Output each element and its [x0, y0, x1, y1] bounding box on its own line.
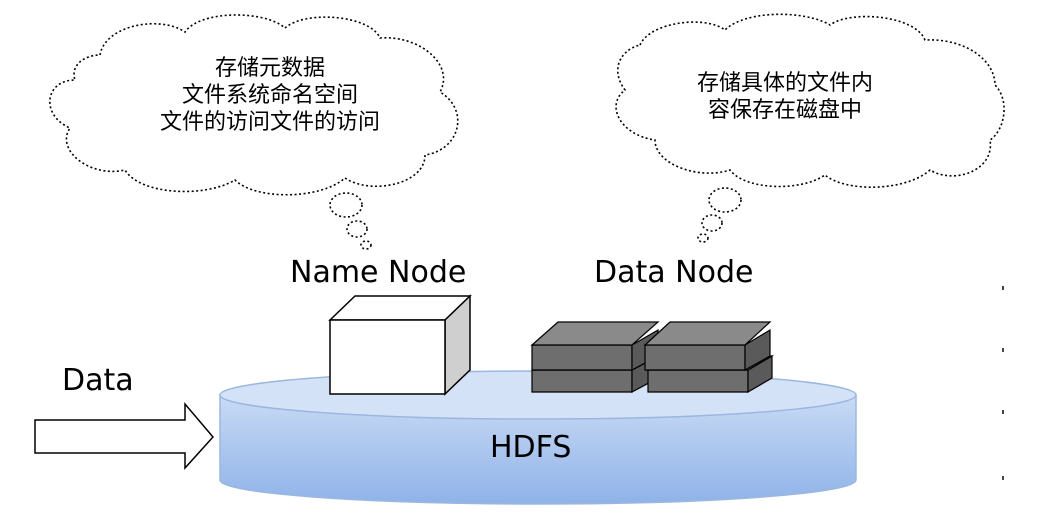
thought-dot-medium	[346, 220, 368, 238]
name-node-bubble-text: 存储元数据 文件系统命名空间 文件的访问文件的访问	[150, 55, 390, 136]
hdfs-cylinder	[219, 370, 857, 505]
bubble-line: 存储元数据	[214, 56, 325, 81]
name-node-thought-bubble	[49, 14, 459, 250]
name-node-box	[328, 294, 472, 396]
thought-dot-medium	[701, 214, 723, 232]
data-node-block-1	[530, 321, 660, 394]
thought-dot-large	[329, 192, 363, 218]
data-input-arrow	[34, 401, 214, 470]
name-node-label: Name Node	[290, 255, 467, 290]
data-node-bubble-text: 存储具体的文件内 容保存在磁盘中	[665, 70, 905, 124]
data-input-label: Data	[62, 363, 134, 398]
thought-dot-large	[708, 187, 742, 213]
bubble-line: 容保存在磁盘中	[707, 98, 862, 123]
data-node-thought-bubble	[615, 13, 1005, 243]
thought-dot-small	[360, 240, 372, 250]
bubble-line: 文件系统命名空间	[181, 83, 358, 108]
bubble-line: 文件的访问文件的访问	[159, 110, 380, 135]
data-node-block-2	[643, 321, 775, 394]
hdfs-label: HDFS	[490, 430, 572, 465]
thought-dot-small	[697, 233, 709, 243]
data-node-label: Data Node	[594, 255, 754, 290]
bubble-line: 存储具体的文件内	[696, 71, 873, 96]
edge-marks	[1002, 286, 1004, 480]
